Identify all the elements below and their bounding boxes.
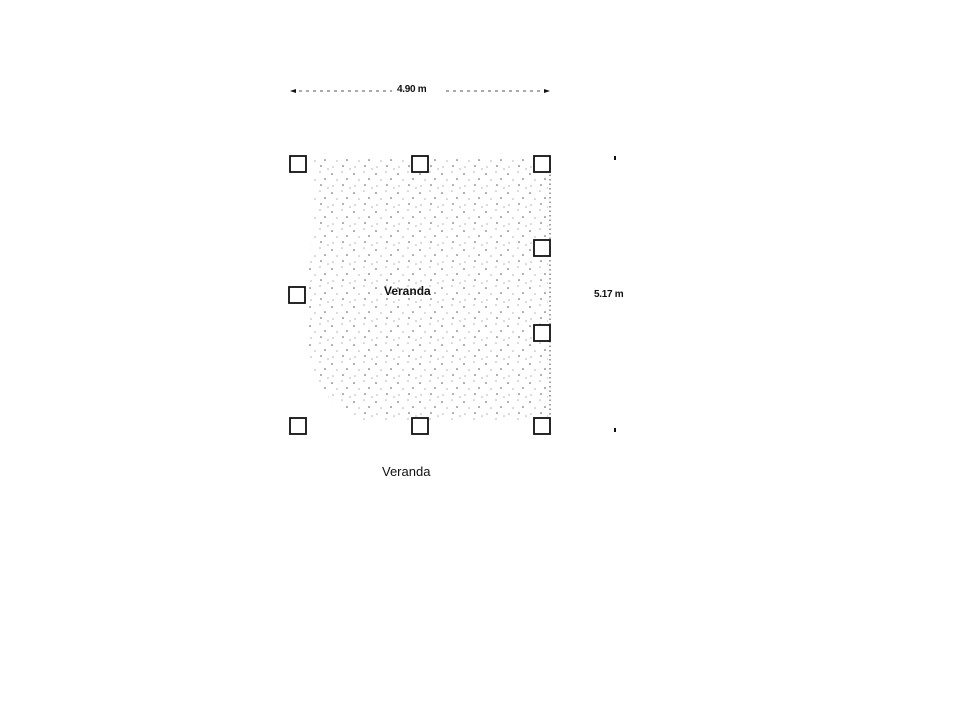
depth-dimension-marks bbox=[614, 156, 616, 432]
posts bbox=[288, 155, 551, 435]
width-dimension-label: 4.90 m bbox=[397, 84, 427, 95]
post-right-upper bbox=[533, 239, 551, 257]
post-left-middle bbox=[288, 286, 306, 304]
post-top-left bbox=[289, 155, 307, 173]
figure-caption: Veranda bbox=[382, 464, 431, 479]
post-bottom-left bbox=[289, 417, 307, 435]
post-right-lower bbox=[533, 324, 551, 342]
post-top-right bbox=[533, 155, 551, 173]
post-bottom-middle bbox=[411, 417, 429, 435]
width-dimension-line bbox=[290, 89, 550, 93]
post-bottom-right bbox=[533, 417, 551, 435]
veranda-floor-area bbox=[307, 158, 548, 420]
room-name-label: Veranda bbox=[384, 284, 431, 298]
depth-dimension-label: 5.17 m bbox=[594, 289, 624, 300]
post-top-middle bbox=[411, 155, 429, 173]
